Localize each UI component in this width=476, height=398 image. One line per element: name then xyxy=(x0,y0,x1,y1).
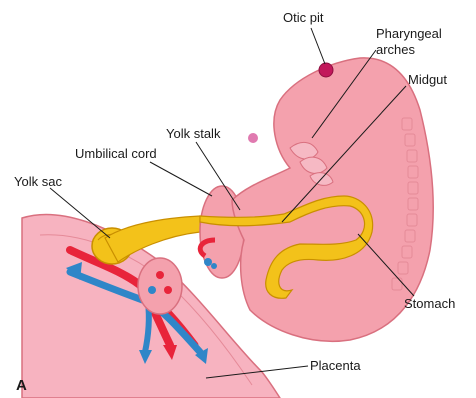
eye-spot xyxy=(248,133,258,143)
otic-pit xyxy=(319,63,333,77)
label-midgut: Midgut xyxy=(408,72,447,87)
figure-letter: A xyxy=(16,377,27,394)
label-umbilical-cord: Umbilical cord xyxy=(75,146,157,161)
yolk-stalk-funnel xyxy=(105,216,200,262)
label-yolk-sac: Yolk sac xyxy=(14,174,62,189)
umbilical-cord-placenta-end xyxy=(138,258,182,314)
label-yolk-stalk: Yolk stalk xyxy=(166,126,221,141)
label-placenta: Placenta xyxy=(310,358,361,373)
label-otic-pit: Otic pit xyxy=(283,10,324,25)
label-pharyngeal: Pharyngeal xyxy=(376,26,442,41)
label-stomach: Stomach xyxy=(404,296,455,311)
label-arches: arches xyxy=(376,42,416,57)
